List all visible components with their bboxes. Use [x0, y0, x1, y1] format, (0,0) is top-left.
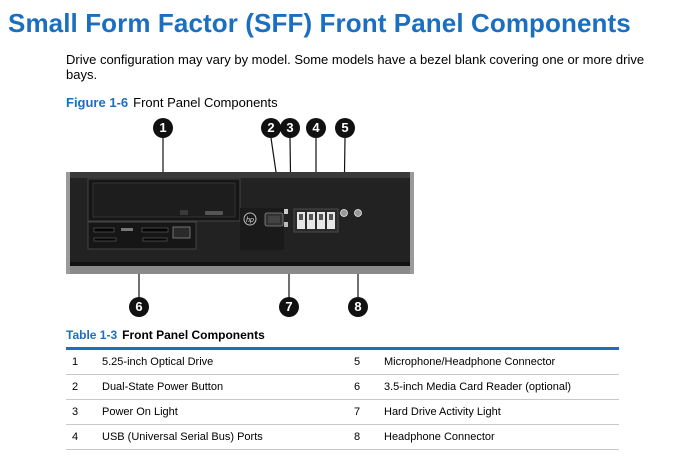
page-title: Small Form Factor (SFF) Front Panel Comp… — [8, 8, 631, 38]
figure-caption: Figure 1-6 Front Panel Components — [66, 95, 278, 110]
callout-2: 2 — [261, 118, 281, 138]
callout-7: 7 — [279, 297, 299, 317]
table-header-rule — [66, 347, 619, 350]
table-caption: Table 1-3 Front Panel Components — [66, 328, 265, 342]
table-row: 4 USB (Universal Serial Bus) Ports 8 Hea… — [66, 424, 619, 450]
media-card-reader — [87, 221, 197, 250]
intro-paragraph: Drive configuration may vary by model. S… — [66, 52, 645, 82]
callout-1: 1 — [153, 118, 173, 138]
table-row: 1 5.25-inch Optical Drive 5 Microphone/H… — [66, 350, 619, 375]
row-label: Headphone Connector — [384, 424, 619, 450]
row-number: 1 — [66, 350, 102, 375]
callout-6: 6 — [129, 297, 149, 317]
row-number: 4 — [66, 424, 102, 450]
table-number: Table 1-3 — [66, 328, 118, 342]
row-label: 5.25-inch Optical Drive — [102, 350, 346, 375]
table-caption-text: Front Panel Components — [122, 328, 265, 342]
power-on-light — [284, 209, 288, 214]
row-number: 8 — [346, 424, 384, 450]
callout-8: 8 — [348, 297, 368, 317]
table-row: 3 Power On Light 7 Hard Drive Activity L… — [66, 399, 619, 425]
front-grille: hp — [240, 208, 288, 250]
usb-port — [307, 212, 315, 229]
usb-port — [297, 212, 305, 229]
headphone-jack — [354, 209, 362, 217]
row-number: 2 — [66, 374, 102, 400]
audio-jacks — [340, 209, 362, 217]
row-label: 3.5-inch Media Card Reader (optional) — [384, 374, 619, 400]
optical-drive-bay — [87, 178, 241, 222]
callout-4: 4 — [306, 118, 326, 138]
callout-3: 3 — [280, 118, 300, 138]
row-label: Hard Drive Activity Light — [384, 399, 619, 425]
row-label: Dual-State Power Button — [102, 374, 346, 400]
row-label: USB (Universal Serial Bus) Ports — [102, 424, 346, 450]
usb-port — [327, 212, 335, 229]
row-label: Microphone/Headphone Connector — [384, 350, 619, 375]
svg-text:hp: hp — [246, 217, 254, 224]
row-number: 7 — [346, 399, 384, 425]
chassis-base-strip — [69, 266, 411, 274]
callout-5: 5 — [335, 118, 355, 138]
components-table: 1 5.25-inch Optical Drive 5 Microphone/H… — [66, 347, 619, 450]
optical-eject-button — [205, 211, 223, 215]
row-number: 5 — [346, 350, 384, 375]
table-row: 2 Dual-State Power Button 6 3.5-inch Med… — [66, 374, 619, 400]
row-number: 6 — [346, 374, 384, 400]
microphone-jack — [340, 209, 348, 217]
hdd-activity-light — [284, 222, 288, 227]
row-label: Power On Light — [102, 399, 346, 425]
figure-caption-text: Front Panel Components — [133, 95, 278, 110]
hp-logo — [243, 212, 257, 226]
usb-port — [317, 212, 325, 229]
figure-number: Figure 1-6 — [66, 95, 129, 110]
usb-ports — [293, 208, 339, 233]
row-number: 3 — [66, 399, 102, 425]
